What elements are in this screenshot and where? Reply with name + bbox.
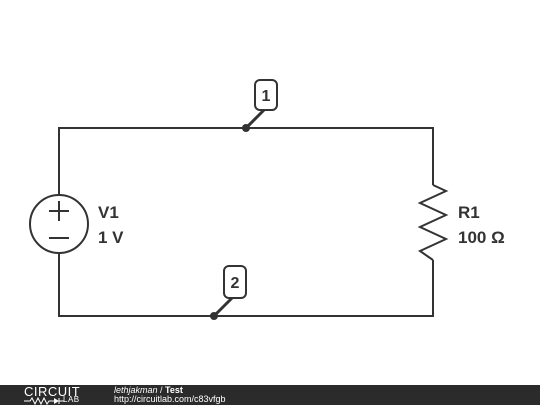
circuit-schematic: V1 1 V R1 100 Ω 1 2 <box>29 79 505 320</box>
footer-byline: lethjakman / Test <box>114 386 226 395</box>
top-wire <box>58 127 434 195</box>
node-1-label: 1 <box>262 88 271 105</box>
resistor-value-label: 100 Ω <box>458 228 505 247</box>
node-2-tag <box>223 265 247 299</box>
node-1-leader <box>244 108 266 130</box>
author-link[interactable]: lethjakman <box>114 385 158 395</box>
logo-wordmark-top: CIRCUIT <box>24 384 81 399</box>
source-value-label: 1 V <box>98 228 124 247</box>
node-1-marker[interactable]: 1 <box>242 79 278 132</box>
voltage-source-symbol <box>29 194 89 254</box>
node-1-dot <box>242 124 250 132</box>
node-2-leader <box>212 296 234 318</box>
byline-separator: / <box>157 385 166 395</box>
source-name-label: V1 <box>98 203 119 222</box>
voltage-source-v1[interactable] <box>29 194 89 254</box>
circuitlab-logo[interactable]: CIRCUIT LAB <box>24 384 104 405</box>
logo-wave-icon <box>24 397 64 405</box>
circuit-title[interactable]: Test <box>165 385 183 395</box>
node-1-tag <box>254 79 278 111</box>
circuit-url[interactable]: http://circuitlab.com/c83vfgb <box>114 394 226 404</box>
resistor-r1[interactable] <box>417 184 449 261</box>
node-2-marker[interactable]: 2 <box>210 265 247 320</box>
logo-wordmark-bottom: LAB <box>63 395 80 404</box>
footer-bar: CIRCUIT LAB lethjakman / Test http://cir… <box>0 384 540 405</box>
bottom-wire <box>58 252 434 317</box>
resistor-name-label: R1 <box>458 203 480 222</box>
node-2-label: 2 <box>231 275 240 292</box>
footer-info: lethjakman / Test http://circuitlab.com/… <box>114 386 226 404</box>
node-2-dot <box>210 312 218 320</box>
